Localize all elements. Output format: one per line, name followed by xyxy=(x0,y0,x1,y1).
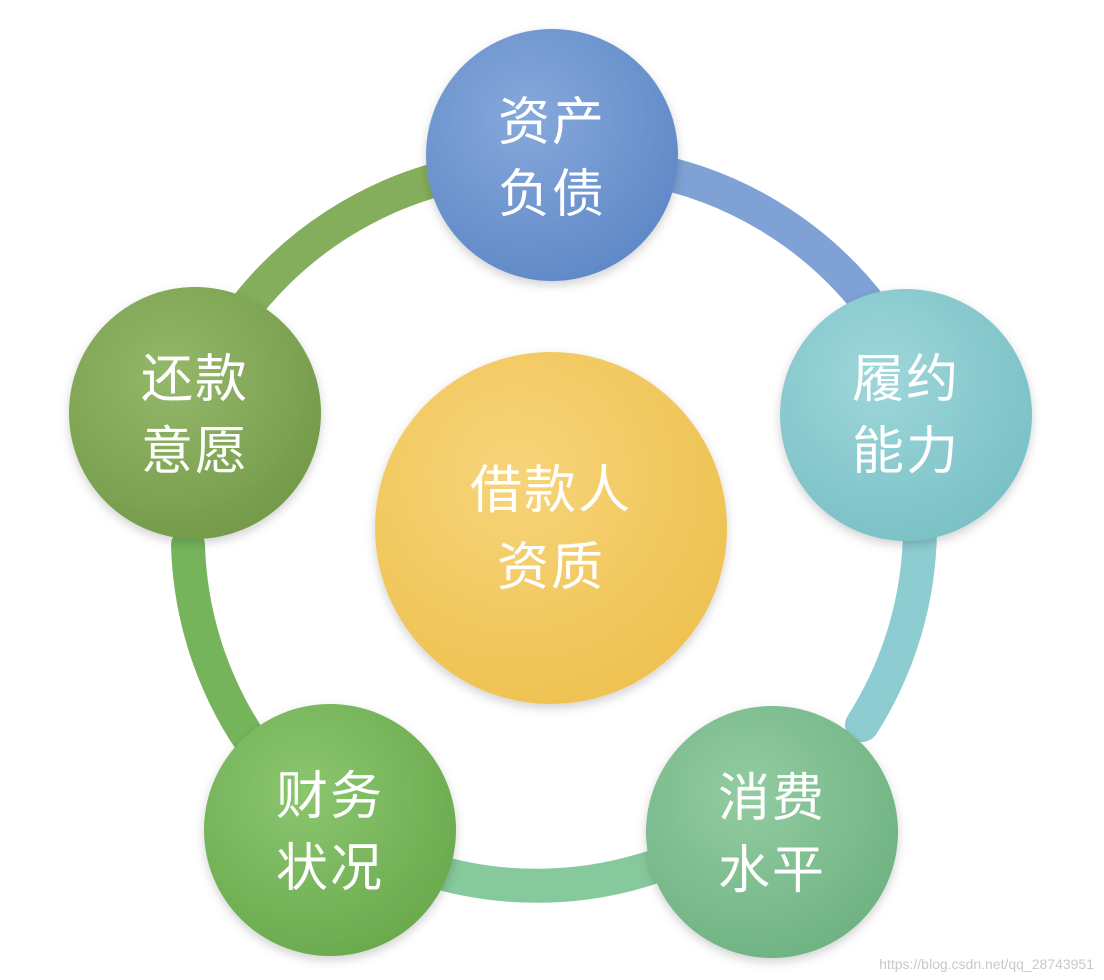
node-assets-line2: 负债 xyxy=(498,165,606,225)
watermark-url: https://blog.csdn.net/qq_28743951 xyxy=(879,956,1094,972)
node-financial-status: 财务 状况 xyxy=(204,704,456,956)
node-consumption-line1: 消费 xyxy=(718,769,826,829)
connector-ring xyxy=(171,151,937,903)
center-node: 借款人 资质 xyxy=(375,352,727,704)
node-ability-line2: 能力 xyxy=(852,422,960,482)
arc-assets-ability xyxy=(623,151,889,325)
node-assets-line1: 资产 xyxy=(498,93,606,153)
arc-willingness-assets xyxy=(223,158,472,332)
node-consumption-line2: 水平 xyxy=(718,841,826,901)
node-repayment-willingness: 还款 意愿 xyxy=(69,287,321,539)
arc-ability-consumption xyxy=(845,513,937,742)
center-label-line1: 借款人 xyxy=(470,461,632,521)
node-willingness-line1: 还款 xyxy=(141,350,249,410)
node-ability-line1: 履约 xyxy=(852,350,960,410)
node-finance-line2: 状况 xyxy=(276,839,384,899)
node-assets-liabilities: 资产 负债 xyxy=(426,29,678,281)
node-finance-line1: 财务 xyxy=(276,767,384,827)
arc-consumption-finance xyxy=(413,851,667,903)
node-willingness-line2: 意愿 xyxy=(141,422,249,482)
center-label-line2: 资质 xyxy=(497,538,605,598)
arc-finance-willingness xyxy=(171,528,267,757)
node-consumption-level: 消费 水平 xyxy=(646,706,898,958)
node-performance-ability: 履约 能力 xyxy=(780,289,1032,541)
